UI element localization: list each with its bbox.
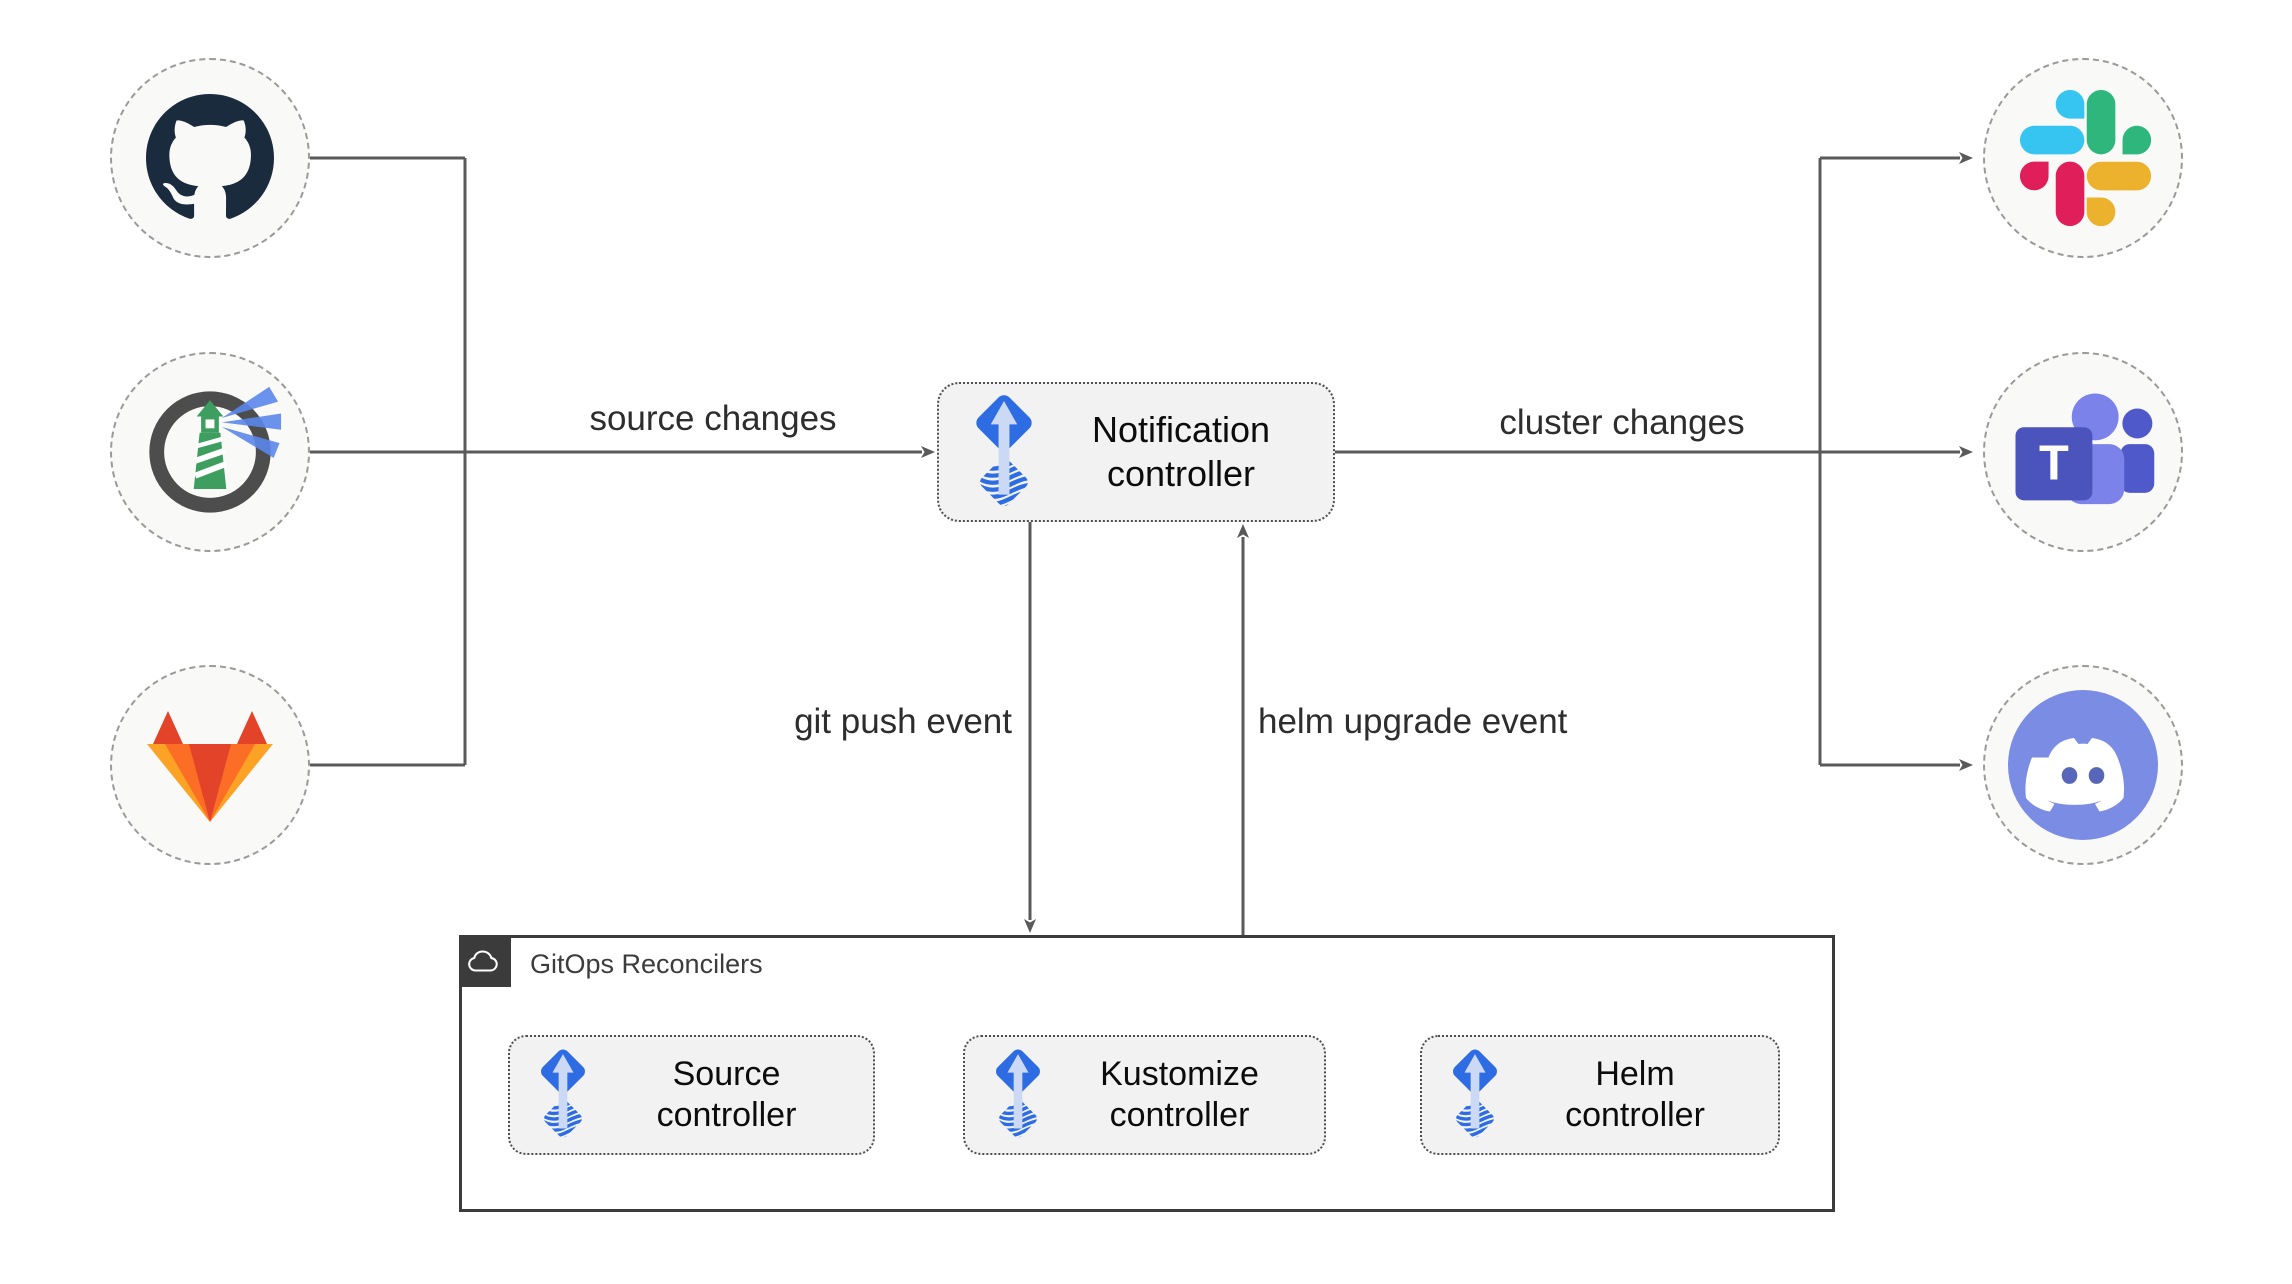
slack-icon [2019, 90, 2151, 226]
notification-controller-box: Notification controller [937, 382, 1335, 522]
label-source-changes: source changes [589, 399, 837, 438]
helm-controller-label: Helm controller [1506, 1054, 1778, 1137]
source-controller-line1: Source [672, 1054, 781, 1093]
cloud-icon [468, 950, 498, 972]
source-controller-line2: controller [656, 1096, 797, 1134]
teams-letter: T [2039, 436, 2069, 490]
node-discord [1983, 665, 2183, 865]
source-controller-box: Source controller [508, 1035, 875, 1155]
label-cluster-changes: cluster changes [1499, 403, 1745, 442]
helm-controller-line2: controller [1565, 1096, 1705, 1134]
node-gitlab [110, 665, 310, 865]
helm-controller-box: Helm controller [1420, 1035, 1780, 1155]
helm-controller-line1: Helm [1595, 1054, 1675, 1093]
label-git-push-event: git push event [794, 702, 1012, 741]
kustomize-controller-box: Kustomize controller [963, 1035, 1326, 1155]
notification-controller-line2: controller [1106, 453, 1256, 494]
kustomize-controller-line2: controller [1109, 1096, 1250, 1134]
harbor-icon [149, 386, 282, 513]
gitops-reconcilers-title: GitOps Reconcilers [530, 949, 763, 979]
source-controller-label: Source controller [594, 1054, 873, 1137]
flux-icon [996, 1049, 1040, 1140]
kustomize-controller-line1: Kustomize [1100, 1054, 1259, 1093]
cloud-badge [459, 935, 511, 987]
node-slack [1983, 58, 2183, 258]
notification-controller-line1: Notification [1091, 409, 1271, 451]
discord-icon [2008, 690, 2158, 840]
node-github [110, 58, 310, 258]
flux-icon [541, 1049, 585, 1140]
node-harbor [110, 352, 310, 552]
notification-controller-label: Notification controller [1043, 408, 1333, 496]
microsoft-teams-icon: T [2015, 392, 2155, 504]
kustomize-controller-label: Kustomize controller [1049, 1054, 1324, 1137]
label-helm-upgrade-event: helm upgrade event [1258, 702, 1568, 741]
gitlab-icon [147, 711, 273, 822]
node-microsoft-teams: T [1983, 352, 2183, 552]
flux-icon [1453, 1049, 1497, 1140]
flux-icon [976, 394, 1032, 509]
github-icon [146, 94, 274, 219]
